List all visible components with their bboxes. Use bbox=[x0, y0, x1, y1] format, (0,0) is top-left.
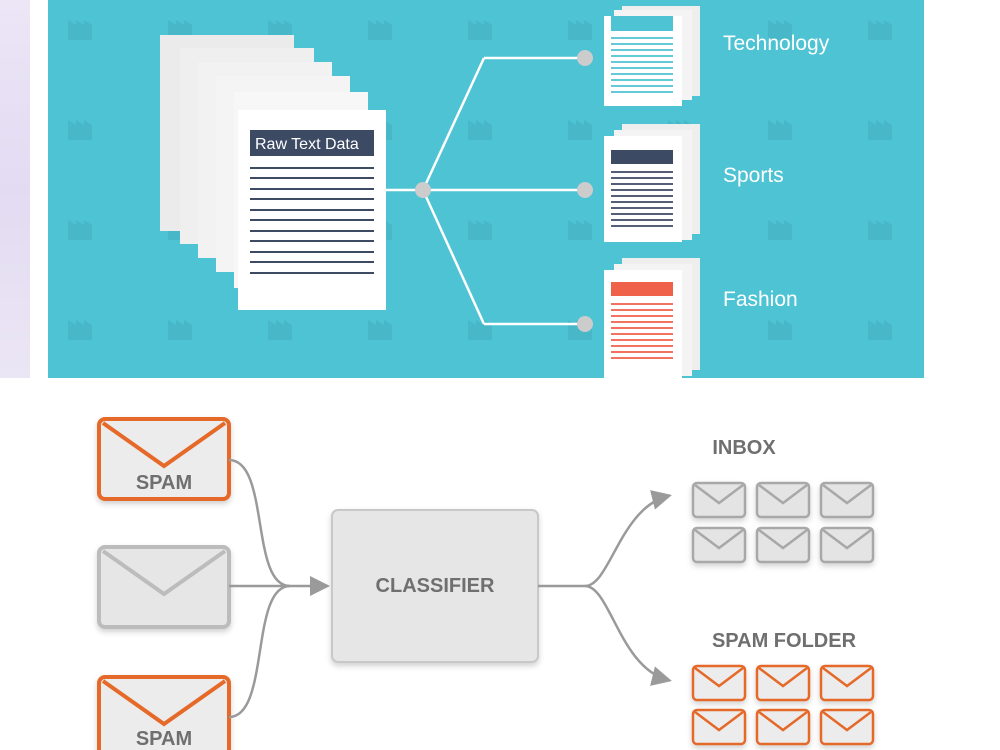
output-connectors bbox=[538, 490, 672, 686]
classifier-label: CLASSIFIER bbox=[376, 575, 495, 597]
inbox-emails bbox=[691, 481, 875, 564]
sports-document bbox=[604, 124, 700, 242]
category-label-technology: Technology bbox=[723, 32, 830, 55]
input-email-normal bbox=[97, 545, 231, 629]
topic-classification-panel: Raw Text Data bbox=[48, 0, 924, 378]
raw-text-lines bbox=[250, 167, 374, 274]
raw-document-stack: Raw Text Data bbox=[160, 35, 386, 310]
spam-folder-label: SPAM FOLDER bbox=[712, 630, 857, 652]
input-connectors bbox=[228, 458, 330, 719]
category-label-sports: Sports bbox=[723, 164, 784, 187]
connector-nodes bbox=[415, 50, 593, 332]
left-edge-strip bbox=[0, 0, 30, 378]
inbox-label: INBOX bbox=[712, 437, 776, 459]
fashion-document bbox=[604, 258, 700, 378]
raw-text-header bbox=[250, 130, 374, 156]
input-email-spam-1-label: SPAM bbox=[136, 472, 192, 494]
raw-text-label: Raw Text Data bbox=[255, 136, 359, 153]
spam-classifier-panel: SPAM SPAM CLASSIFIER bbox=[0, 378, 1000, 750]
technology-document bbox=[604, 6, 700, 106]
input-email-spam-2-label: SPAM bbox=[136, 728, 192, 750]
topic-classification-svg: Raw Text Data bbox=[48, 0, 924, 378]
connector-tree bbox=[385, 56, 585, 326]
spam-folder-emails bbox=[691, 664, 875, 746]
category-label-fashion: Fashion bbox=[723, 288, 798, 311]
spam-classifier-svg: SPAM SPAM CLASSIFIER bbox=[97, 417, 875, 750]
